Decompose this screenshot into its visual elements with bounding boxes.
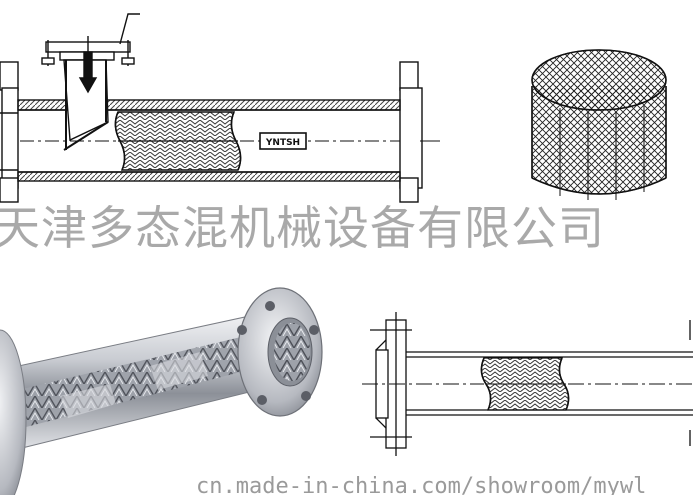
static-mixer-photo xyxy=(0,287,323,495)
company-watermark: 天津多态混机械设备有限公司 xyxy=(0,201,605,255)
packing-cylinder-drawing xyxy=(531,49,667,200)
flanged-section-drawing xyxy=(362,312,693,456)
pipe-section-drawing xyxy=(0,13,440,203)
source-url: cn.made-in-china.com/showroom/mywl xyxy=(196,474,647,495)
nameplate-label: YNTSH xyxy=(265,138,300,148)
